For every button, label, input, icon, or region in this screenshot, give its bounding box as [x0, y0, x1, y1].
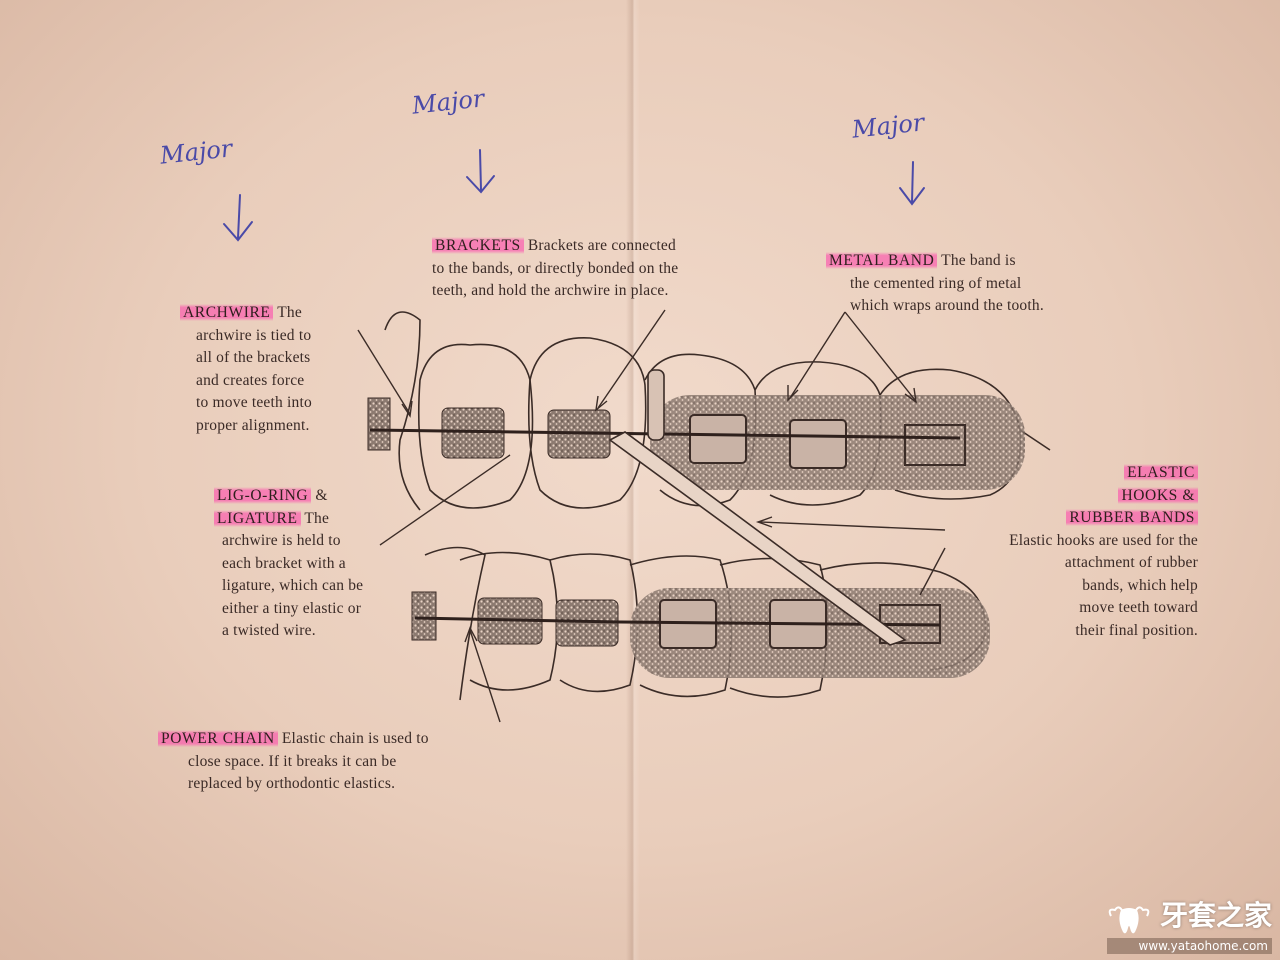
- upper-band-tube: [904, 424, 966, 466]
- watermark-url: www.yataohome.com: [1106, 938, 1272, 954]
- label-power-chain: POWER CHAIN Elastic chain is used to clo…: [158, 728, 429, 796]
- term-hooks: HOOKS &: [1118, 486, 1198, 504]
- label-lig-o-ring: LIG-O-RING & LIGATURE The archwire is he…: [214, 485, 363, 643]
- watermark: 牙套之家 www.yataohome.com: [1106, 894, 1272, 954]
- label-brackets: BRACKETS Brackets are connected to the b…: [432, 237, 679, 299]
- rubber-band: [608, 431, 907, 646]
- elastic-hook-upper: [647, 369, 665, 441]
- term-rubber-bands: RUBBER BANDS: [1066, 509, 1198, 526]
- term-brackets: BRACKETS: [432, 237, 524, 254]
- term-archwire: ARCHWIRE: [180, 304, 274, 321]
- label-elastic-hooks: ELASTIC HOOKS & RUBBER BANDS Elastic hoo…: [1009, 464, 1198, 639]
- term-power-chain: POWER CHAIN: [158, 730, 278, 747]
- tooth-logo-icon: [1108, 906, 1150, 934]
- watermark-brand: 牙套之家: [1159, 898, 1272, 932]
- label-archwire: ARCHWIRE The archwire is tied to all of …: [180, 302, 312, 437]
- term-elastic: ELASTIC: [1124, 464, 1198, 481]
- term-lig-o-ring: LIG-O-RING: [214, 487, 312, 504]
- term-ligature: LIGATURE: [214, 509, 301, 527]
- down-arrow-icon: [911, 161, 914, 203]
- upper-archwire: [369, 428, 961, 440]
- term-metal-band: METAL BAND: [826, 252, 938, 269]
- label-metal-band: METAL BAND The band is the cemented ring…: [826, 250, 1044, 318]
- down-arrow-icon: [479, 149, 482, 191]
- lower-brackets: [411, 591, 941, 649]
- lower-archwire: [414, 616, 941, 627]
- down-arrow-icon: [237, 194, 241, 239]
- down-arrow-icons: [223, 149, 925, 242]
- leader-lines: [357, 309, 946, 723]
